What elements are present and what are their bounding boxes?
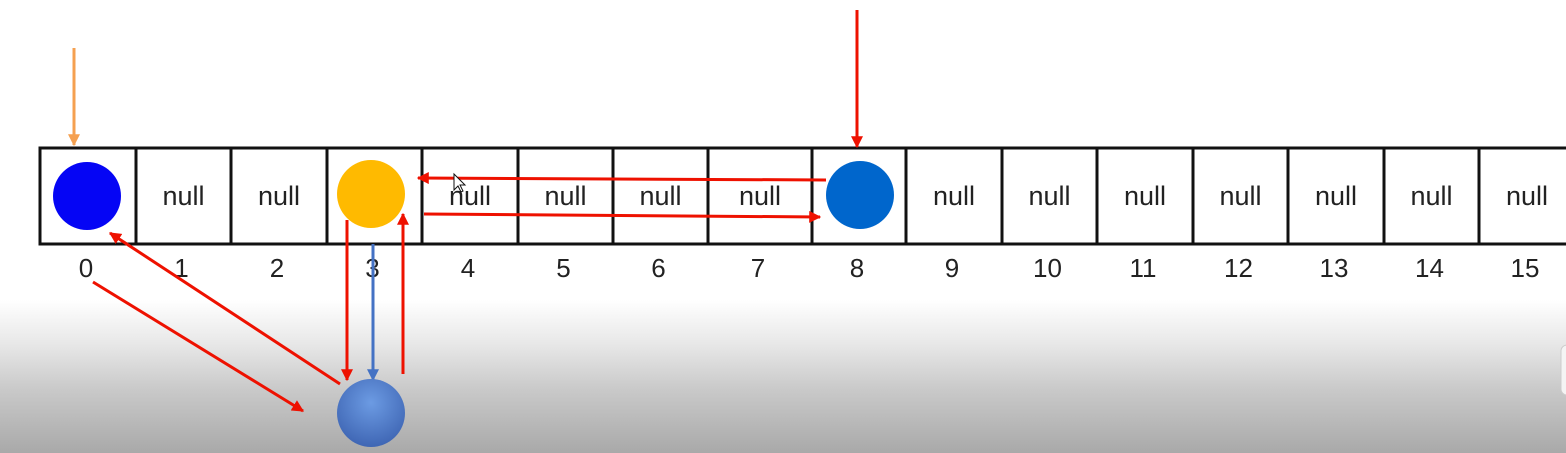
mouse-cursor-icon <box>453 172 467 193</box>
scroll-handle[interactable] <box>1560 344 1566 396</box>
node-below-slot-3 <box>337 379 405 447</box>
cell-value-13: null <box>1315 181 1357 211</box>
index-label-6: 6 <box>651 253 665 283</box>
node-slot-8 <box>826 161 894 229</box>
index-label-15: 15 <box>1511 253 1540 283</box>
cell-value-7: null <box>739 181 781 211</box>
array-cell-14 <box>1382 146 1481 246</box>
array-cell-7 <box>706 146 814 246</box>
index-label-0: 0 <box>79 253 93 283</box>
array-cell-1 <box>134 146 233 246</box>
array-cells: null null null null null null null null null null… <box>38 146 1566 246</box>
node-slot-3 <box>337 160 405 228</box>
node-group <box>53 160 894 447</box>
index-label-8: 8 <box>850 253 864 283</box>
cell-value-1: null <box>162 181 204 211</box>
array-cell-9 <box>904 146 1004 246</box>
array-cell-10 <box>1000 146 1099 246</box>
cell-value-5: null <box>544 181 586 211</box>
arrow-slot8-to-slot3 <box>416 172 827 185</box>
array-indices: 0123456789101112131415 <box>79 253 1540 283</box>
array-cell-4 <box>420 146 520 246</box>
cell-value-15: null <box>1506 181 1548 211</box>
index-label-5: 5 <box>556 253 570 283</box>
cell-value-12: null <box>1219 181 1261 211</box>
array-cell-11 <box>1095 146 1195 246</box>
node-slot-0 <box>53 162 121 230</box>
cell-value-6: null <box>639 181 681 211</box>
index-label-11: 11 <box>1130 253 1157 283</box>
index-label-10: 10 <box>1033 253 1062 283</box>
index-label-12: 12 <box>1224 253 1253 283</box>
array-cell-13 <box>1286 146 1386 246</box>
array-cell-15 <box>1477 146 1566 246</box>
cell-value-9: null <box>933 181 975 211</box>
array-cell-12 <box>1191 146 1290 246</box>
index-label-4: 4 <box>461 253 475 283</box>
index-label-14: 14 <box>1415 253 1444 283</box>
arrow-slot0-to-below <box>92 280 305 413</box>
cell-value-2: null <box>258 181 300 211</box>
cell-value-11: null <box>1124 181 1166 211</box>
array-cell-5 <box>516 146 615 246</box>
index-label-7: 7 <box>751 253 765 283</box>
arrow-slot3-to-slot8 <box>423 210 822 223</box>
arrow-below-to-slot0 <box>108 231 341 386</box>
index-label-9: 9 <box>945 253 959 283</box>
array-cell-2 <box>229 146 329 246</box>
cell-value-14: null <box>1410 181 1452 211</box>
cell-value-10: null <box>1028 181 1070 211</box>
index-label-2: 2 <box>270 253 284 283</box>
index-label-13: 13 <box>1320 253 1349 283</box>
index-label-1: 1 <box>174 253 188 283</box>
